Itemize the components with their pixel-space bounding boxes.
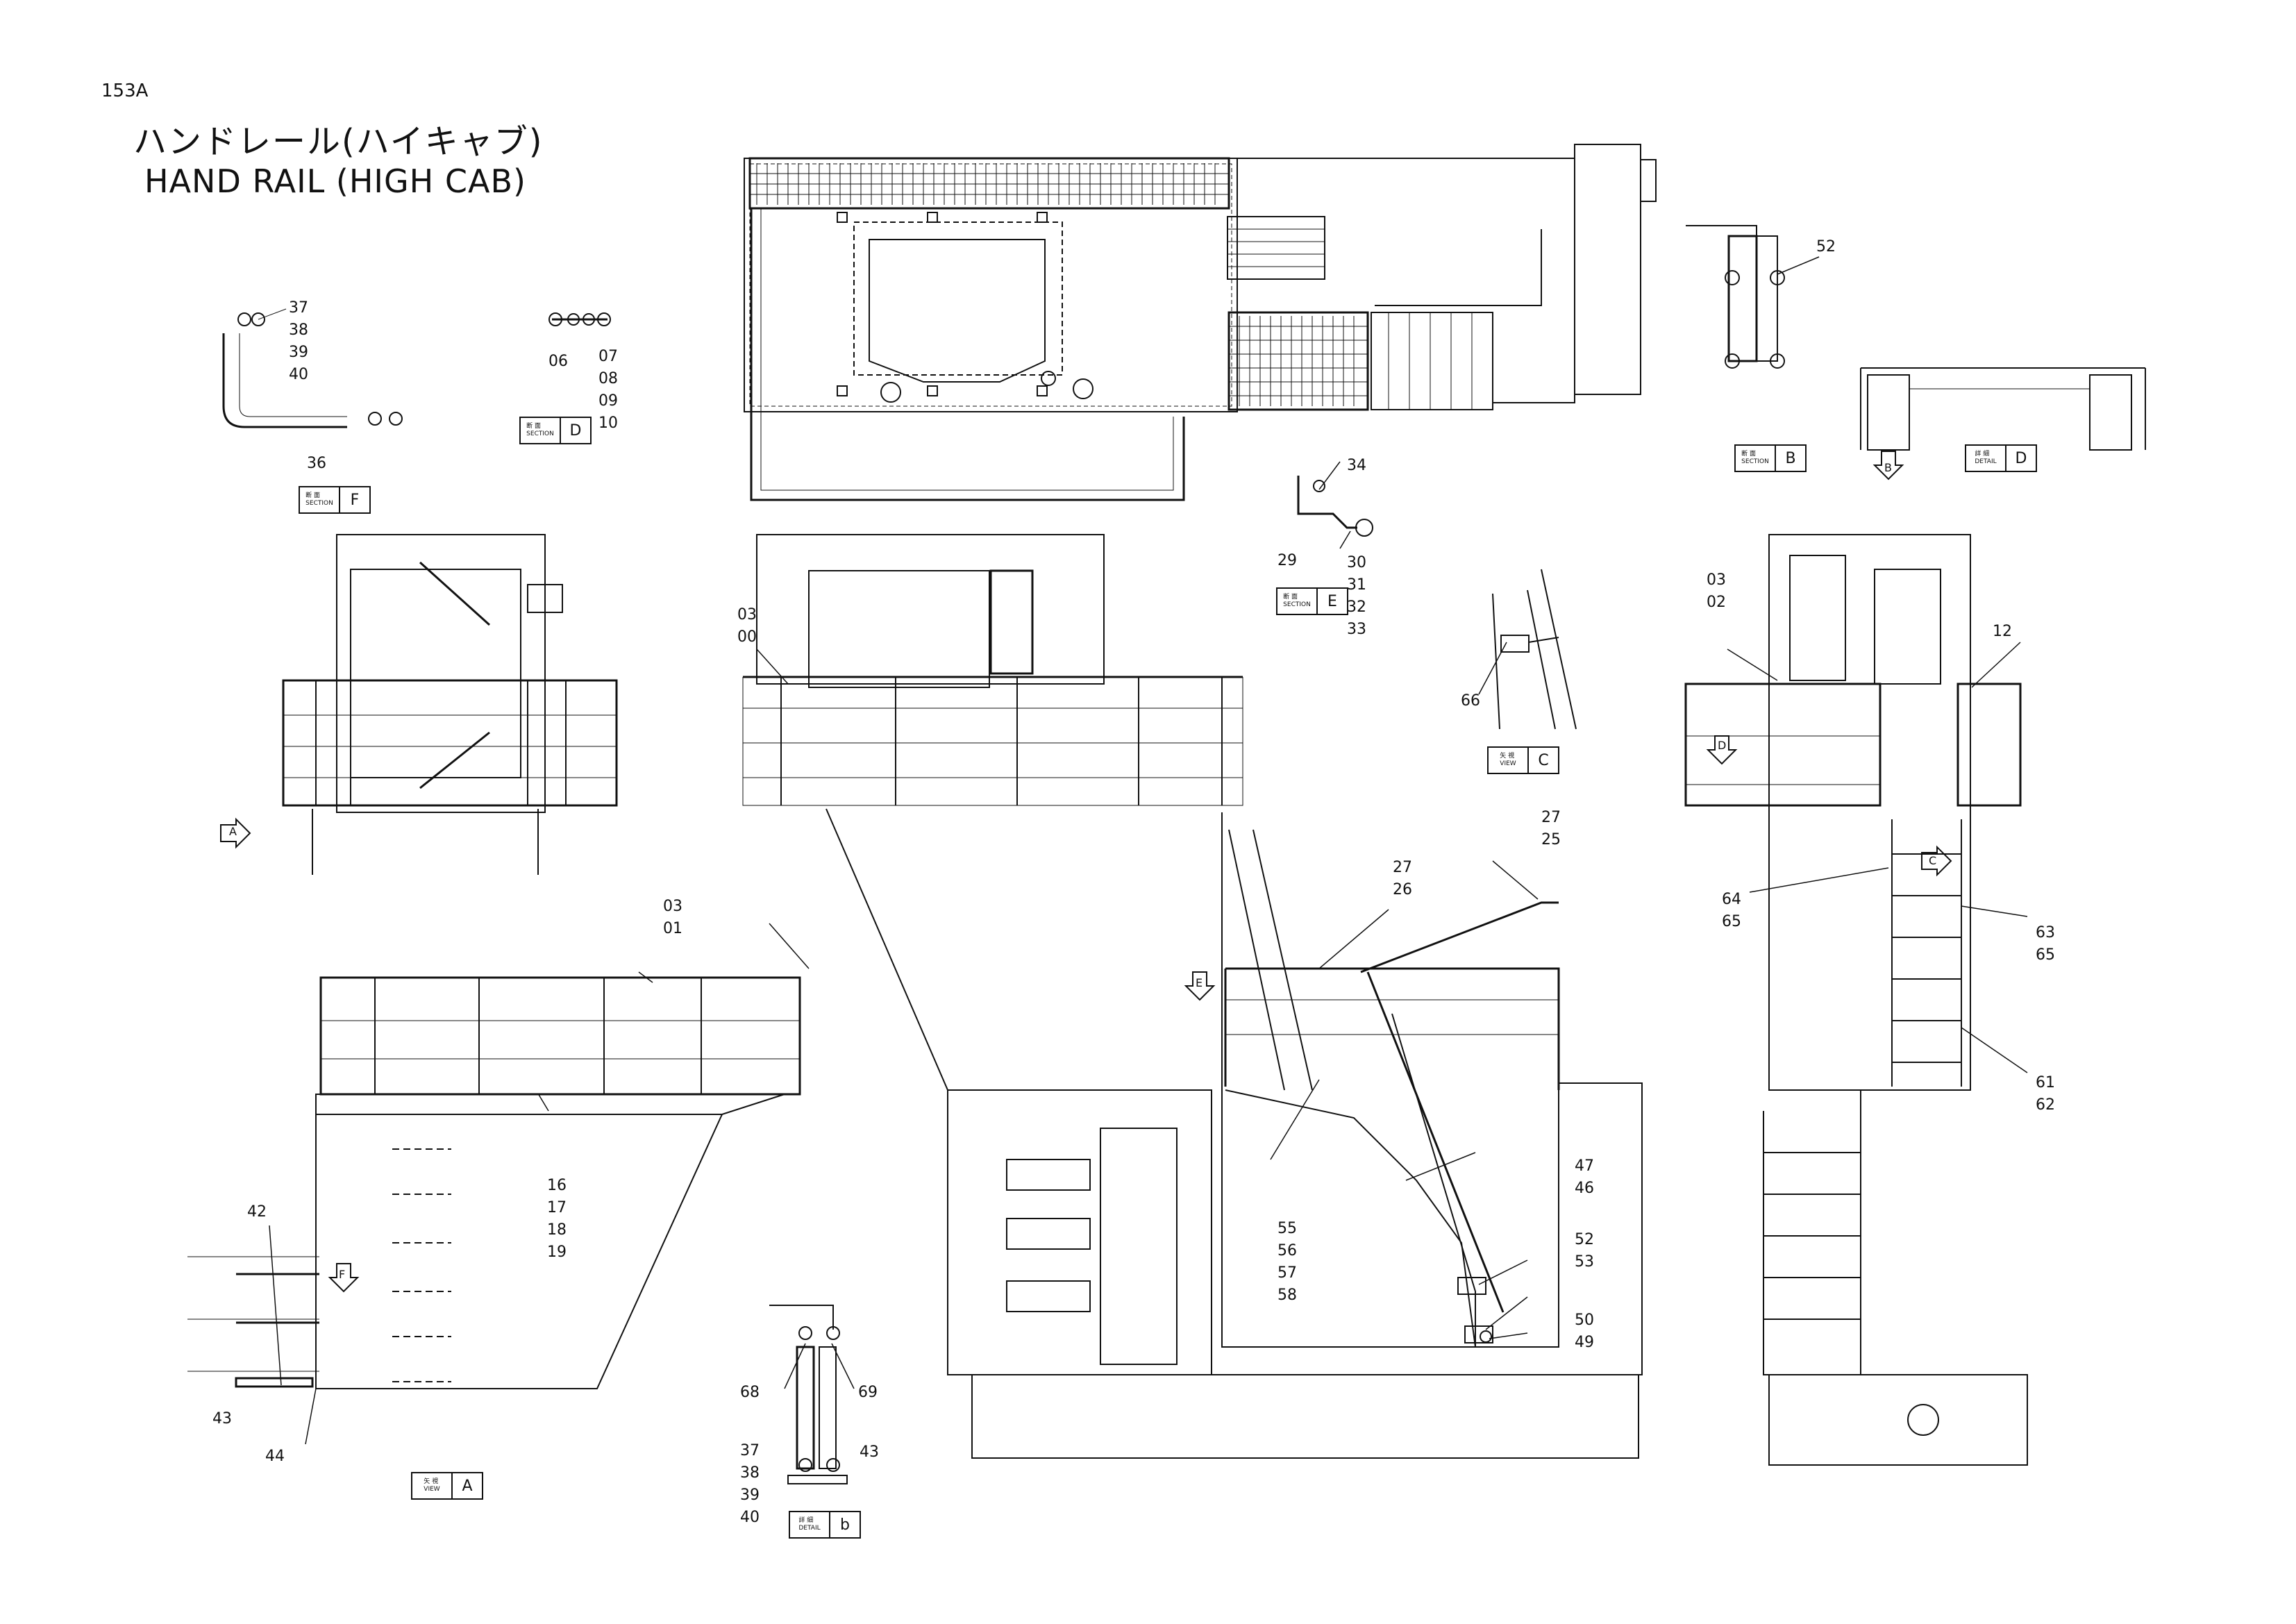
callout-30-33: 30 31 32 33	[1347, 554, 1366, 638]
callout-16-19: 16 17 18 19	[547, 1177, 567, 1261]
callout-66: 66	[1461, 692, 1480, 710]
view-c-tag: 矢 視 VIEW C	[1487, 746, 1559, 774]
callout-detail-b-43: 43	[860, 1443, 879, 1461]
callout-63-65: 63 65	[2036, 924, 2055, 964]
callout-29: 29	[1277, 552, 1297, 569]
detail-d-drawing	[1861, 368, 2145, 450]
arrow-label-e: E	[1196, 976, 1203, 989]
rear-view-drawing	[1686, 535, 2027, 1465]
tag-kind: 詳 細 DETAIL	[789, 1511, 830, 1539]
section-f-drawing	[224, 309, 402, 427]
callout-27-26: 27 26	[1393, 859, 1412, 898]
section-b-drawing	[1686, 226, 1784, 368]
callout-69: 69	[858, 1384, 878, 1401]
tag-kind: 断 面 SECTION	[1734, 444, 1776, 472]
tag-kind: 矢 視 VIEW	[1487, 746, 1529, 774]
detail-b-tag: 詳 細 DETAIL b	[789, 1511, 861, 1539]
tag-letter: D	[561, 417, 592, 444]
callout-61-62: 61 62	[2036, 1074, 2055, 1114]
callout-68: 68	[740, 1384, 760, 1401]
tag-kind: 断 面 SECTION	[299, 486, 340, 514]
callout-27-25: 27 25	[1541, 809, 1561, 848]
callout-06: 06	[548, 353, 568, 370]
arrow-label-c: C	[1929, 854, 1937, 867]
arrow-label-b: B	[1884, 461, 1892, 474]
callout-section-f-37-40: 37 38 39 40	[289, 299, 308, 383]
tag-kind: 詳 細 DETAIL	[1965, 444, 2006, 472]
tag-letter: A	[453, 1472, 483, 1500]
tag-letter: F	[340, 486, 371, 514]
section-e-tag: 断 面 SECTION E	[1276, 587, 1348, 615]
side-view-drawing	[743, 535, 1642, 1458]
top-plan-view	[744, 144, 1656, 500]
callout-64-65: 64 65	[1722, 891, 1741, 930]
tag-kind: 断 面 SECTION	[519, 417, 561, 444]
callout-55-58: 55 56 57 58	[1277, 1220, 1297, 1304]
view-a-drawing	[187, 978, 800, 1389]
section-e-drawing	[1298, 476, 1373, 536]
callout-52-53: 52 53	[1575, 1231, 1594, 1271]
callout-36: 36	[307, 455, 326, 472]
view-c-drawing	[1493, 569, 1576, 729]
callout-42: 42	[247, 1203, 267, 1221]
leader-lines	[269, 257, 2027, 1444]
tag-kind: 断 面 SECTION	[1276, 587, 1318, 615]
arrow-label-d: D	[1718, 739, 1727, 752]
callout-50-49: 50 49	[1575, 1312, 1594, 1351]
view-a-tag: 矢 視 VIEW A	[411, 1472, 483, 1500]
detail-d-tag: 詳 細 DETAIL D	[1965, 444, 2037, 472]
page-number: 153A	[101, 81, 149, 101]
title-japanese: ハンドレール(ハイキャブ)	[133, 122, 544, 161]
tag-letter: b	[830, 1511, 861, 1539]
callout-44: 44	[265, 1448, 285, 1465]
tag-letter: D	[2006, 444, 2037, 472]
title-english: HAND RAIL (HIGH CAB)	[144, 162, 526, 200]
callout-34: 34	[1347, 457, 1366, 474]
section-b-tag: 断 面 SECTION B	[1734, 444, 1807, 472]
callout-12: 12	[1993, 623, 2012, 640]
detail-b-drawing	[769, 1305, 847, 1484]
callout-03-01: 03 01	[663, 898, 682, 937]
callout-43: 43	[212, 1410, 232, 1428]
section-f-tag: 断 面 SECTION F	[299, 486, 371, 514]
section-d-tag: 断 面 SECTION D	[519, 417, 592, 444]
callout-03-02: 03 02	[1707, 571, 1726, 611]
tag-letter: C	[1529, 746, 1559, 774]
tag-letter: B	[1776, 444, 1807, 472]
front-view-drawing	[283, 535, 617, 875]
tag-kind: 矢 視 VIEW	[411, 1472, 453, 1500]
tag-letter: E	[1318, 587, 1348, 615]
callout-07-10: 07 08 09 10	[598, 348, 618, 432]
callout-47-46: 47 46	[1575, 1157, 1594, 1197]
arrow-label-f: F	[339, 1268, 346, 1281]
callout-03-00: 03 00	[737, 606, 757, 646]
section-d-drawing	[549, 313, 610, 326]
callout-detail-b-37-40: 37 38 39 40	[740, 1442, 760, 1526]
callout-52-section-b: 52	[1816, 238, 1836, 256]
arrow-label-a: A	[229, 825, 237, 838]
section-arrows	[221, 451, 1951, 1291]
